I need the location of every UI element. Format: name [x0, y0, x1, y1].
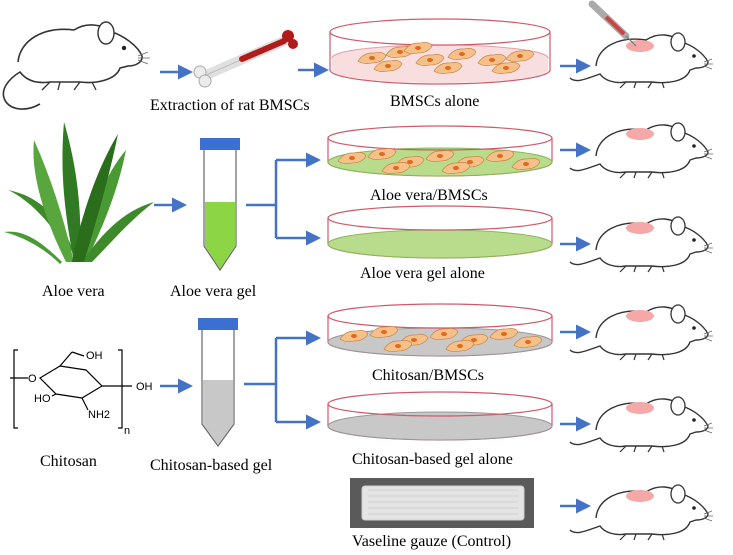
chem-nh2: NH2 — [88, 409, 110, 421]
tube-aloe-gel — [200, 138, 240, 272]
rat-treated-aloe-gel — [569, 216, 714, 273]
dish-chitosan-gel-alone — [327, 391, 553, 441]
label-extraction: Extraction of rat BMSCs — [150, 97, 310, 114]
rat-treated-aloe-bmscs — [569, 122, 714, 179]
chitosan-structure — [10, 349, 132, 429]
label-chitosan-gel: Chitosan-based gel — [150, 457, 273, 474]
chem-n: n — [124, 425, 130, 437]
chem-ho-left: HO — [34, 393, 51, 405]
rat-treated-bmscs — [569, 32, 714, 89]
dish-aloe-bmscs — [327, 125, 553, 177]
chem-o-left: O — [28, 373, 37, 385]
label-aloe-gel-alone: Aloe vera gel alone — [360, 265, 485, 282]
dish-aloe-gel-alone — [327, 205, 553, 259]
tube-chitosan-gel — [198, 318, 238, 448]
aloe-vera-plant-icon — [4, 122, 154, 264]
label-aloe-vera-gel: Aloe vera gel — [170, 283, 257, 300]
syringe-icon — [588, 0, 637, 47]
label-aloe-vera: Aloe vera — [42, 283, 105, 300]
femur-bone-icon — [193, 30, 298, 88]
chem-oh-top: OH — [86, 350, 103, 362]
rat-treated-chitosan-bmscs — [569, 304, 714, 361]
label-aloe-bmscs: Aloe vera/BMSCs — [370, 187, 488, 204]
dish-chitosan-bmscs — [327, 303, 553, 357]
label-chitosan: Chitosan — [40, 453, 97, 470]
label-chitosan-gel-alone: Chitosan-based gel alone — [352, 451, 513, 468]
branch-chitosan — [244, 338, 278, 422]
label-vaseline: Vaseline gauze (Control) — [352, 533, 511, 550]
branch-aloe — [246, 160, 278, 238]
label-chitosan-bmscs: Chitosan/BMSCs — [372, 367, 484, 384]
dish-bmscs-alone — [329, 18, 551, 85]
rat-illustration — [2, 21, 150, 110]
rat-treated-vaseline — [569, 484, 714, 541]
vaseline-gauze-photo — [350, 478, 534, 528]
rat-treated-chitosan-gel — [569, 396, 714, 453]
chem-oh-right: OH — [136, 381, 153, 393]
label-bmscs-alone: BMSCs alone — [390, 93, 479, 110]
